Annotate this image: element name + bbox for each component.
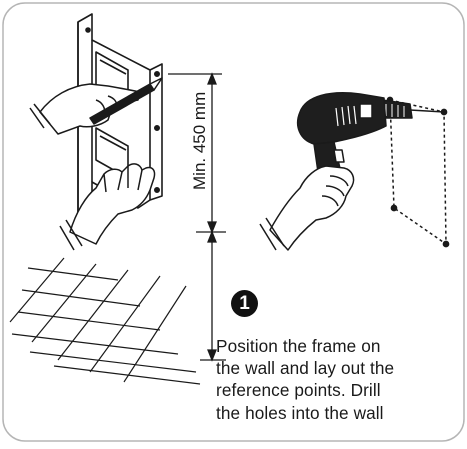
hand-with-pencil (29, 77, 163, 135)
mounting-frame-illustration (77, 13, 163, 215)
step-number-badge: 1 (231, 290, 258, 317)
dimension-line (168, 72, 226, 362)
step-instruction-text: Position the frame on the wall and lay o… (216, 335, 462, 424)
instruction-line: the holes into the wall (216, 402, 384, 423)
floor-grid (9, 257, 201, 385)
hand-holding-frame (59, 163, 156, 251)
instruction-line: reference points. Drill (216, 380, 381, 401)
instruction-line: the wall and lay out the (216, 358, 395, 379)
panel-border (2, 2, 465, 442)
instruction-line: Position the frame on (216, 336, 381, 356)
hand-on-drill (259, 165, 355, 251)
dimension-label: Min. 450 mm (190, 91, 209, 190)
